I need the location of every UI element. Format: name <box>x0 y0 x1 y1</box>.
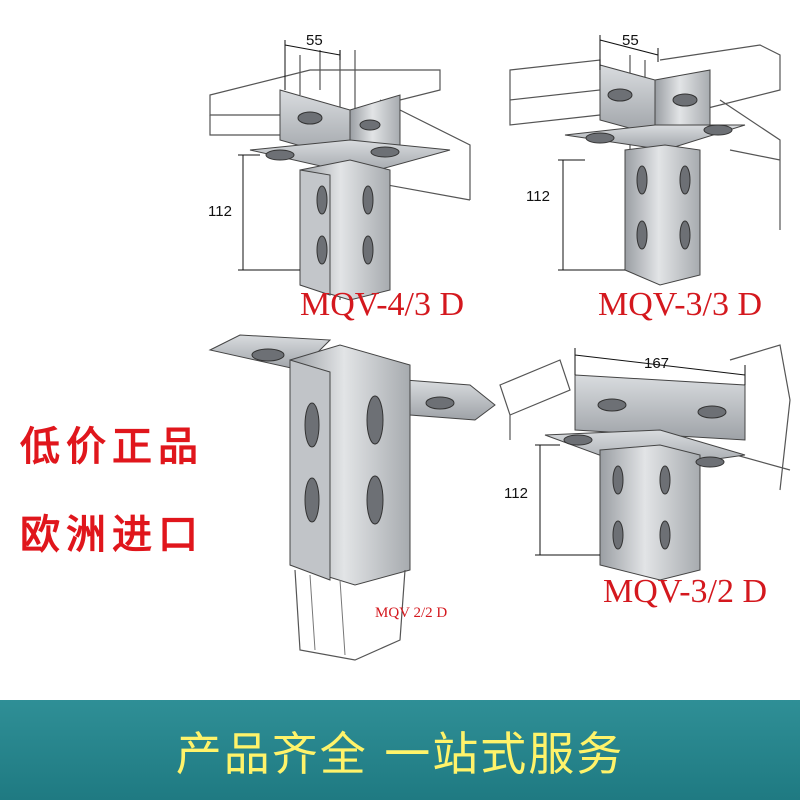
model-label-mqv-3-3: MQV-3/3 D <box>598 286 763 323</box>
model-label-mqv-2-2: MQV 2/2 D <box>375 605 448 621</box>
model-label-mqv-4-3: MQV-4/3 D <box>300 286 465 323</box>
dim-height-mqv-4-3: 112 <box>208 203 232 220</box>
bracket-mqv-3-2 <box>499 344 791 581</box>
promo-line-low-price: 低价正品 <box>20 423 204 470</box>
bracket-mqv-3-3 <box>509 35 781 286</box>
bracket-mqv-4-3 <box>209 40 471 301</box>
banner-text: 产品齐全 一站式服务 <box>175 727 625 781</box>
dim-width-mqv-4-3: 55 <box>306 32 323 49</box>
bracket-mqv-2-2 <box>208 334 496 661</box>
bottom-banner <box>0 700 800 800</box>
model-label-mqv-3-2: MQV-3/2 D <box>603 573 768 610</box>
dim-width-mqv-3-3: 55 <box>622 32 639 49</box>
promo-line-imported: 欧洲进口 <box>20 511 204 558</box>
dim-width-mqv-3-2: 167 <box>644 355 670 372</box>
dim-height-mqv-3-2: 112 <box>504 485 528 502</box>
dim-height-mqv-3-3: 112 <box>526 188 550 205</box>
